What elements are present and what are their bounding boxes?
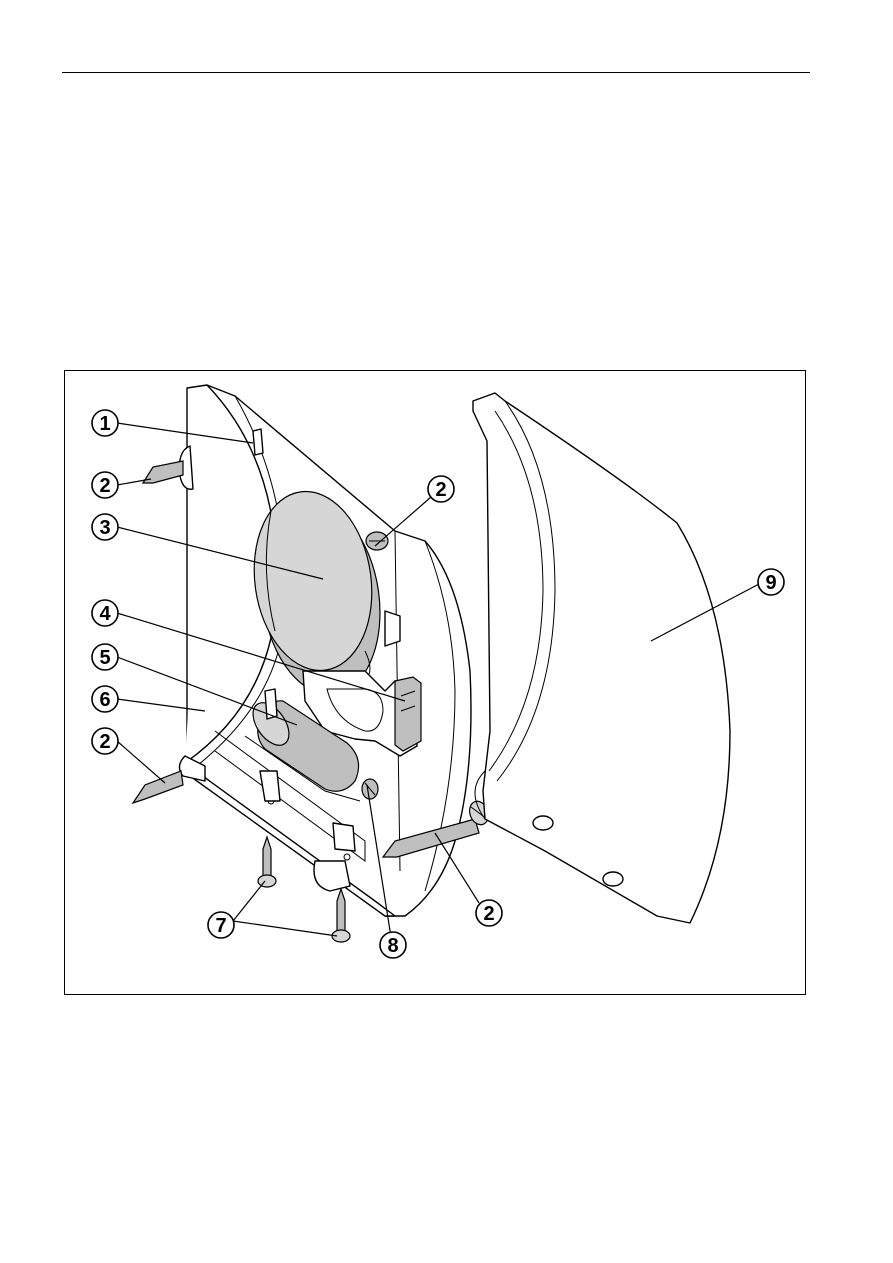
callout-5-label: 5 [99,647,110,669]
callout-8: 8 [379,931,407,959]
exploded-view-drawing: 1 2 2 3 4 5 6 2 [91,384,785,959]
callout-2-upper-left: 2 [91,471,119,499]
callout-6: 6 [91,685,119,713]
callout-2-upper-right-label: 2 [435,479,446,501]
part-9-cover [472,392,731,924]
callout-9-label: 9 [765,572,776,594]
part-3-disk [253,490,401,696]
callout-2-lower-right: 2 [475,899,503,927]
callout-5: 5 [91,643,119,671]
part-7-screws [257,835,351,943]
callout-3-label: 3 [99,517,110,539]
callout-2-upper-left-label: 2 [99,475,110,497]
callout-1: 1 [91,409,119,437]
top-horizontal-rule [62,72,810,73]
callout-8-label: 8 [387,935,398,957]
callout-7: 7 [207,911,235,939]
callout-4: 4 [91,599,119,627]
callout-2-lower-right-label: 2 [483,903,494,925]
callout-1-label: 1 [99,413,110,435]
callout-3: 3 [91,513,119,541]
callout-6-label: 6 [99,689,110,711]
part-5-cylinder [244,688,361,802]
callout-2-lower-left: 2 [91,727,119,755]
callout-4-label: 4 [99,603,111,625]
callout-2-upper-right: 2 [427,475,455,503]
part-4-module [302,670,422,757]
callout-2-lower-left-label: 2 [99,731,110,753]
leader-lines [116,422,760,938]
callout-7-label: 7 [215,915,226,937]
part-1-slot [252,428,264,456]
callout-9: 9 [757,568,785,596]
exploded-view-figure: 1 2 2 3 4 5 6 2 [64,370,806,995]
part-8-screw [361,778,379,800]
